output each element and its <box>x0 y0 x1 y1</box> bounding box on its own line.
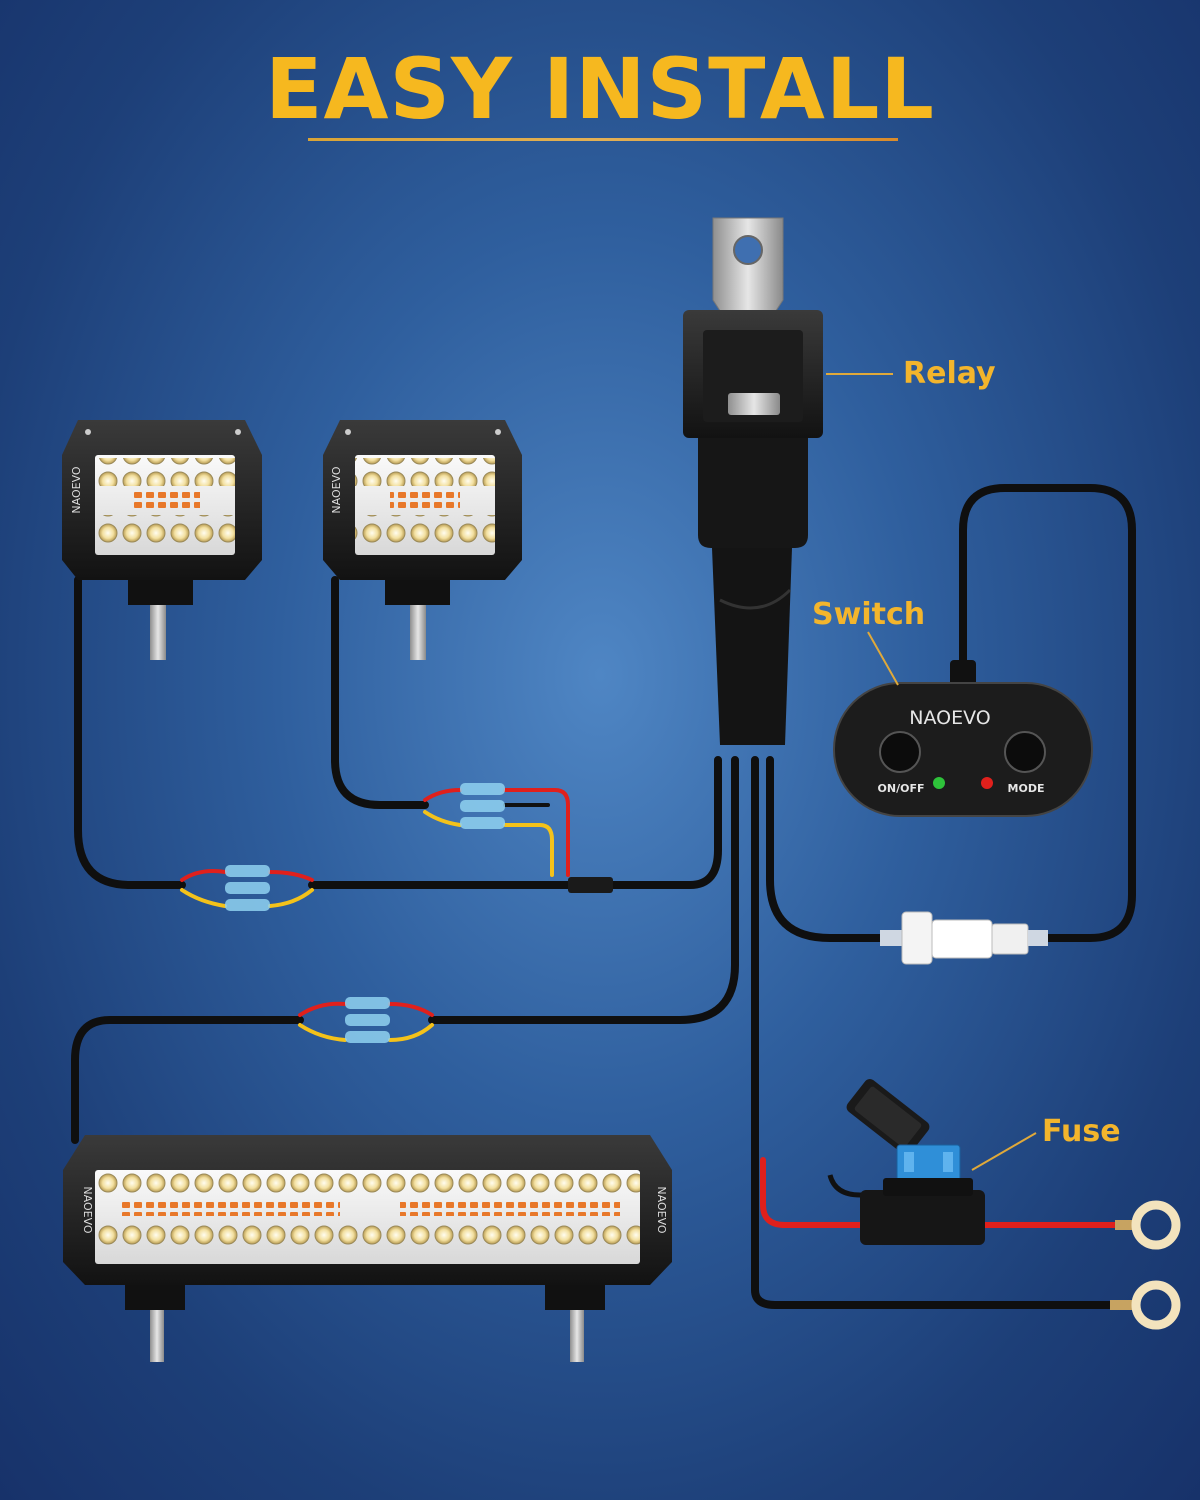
switch-panel: NAOEVO ON/OFF MODE <box>833 660 1093 817</box>
lightbar-brand-left: NAOEVO <box>81 1186 94 1234</box>
lightbar-wire <box>71 1016 304 1144</box>
onoff-label: ON/OFF <box>878 782 925 795</box>
light-bar: NAOEVO NAOEVO <box>63 1135 672 1362</box>
relay-mount-tab <box>712 217 784 321</box>
harness-trunk <box>712 548 792 745</box>
ring-terminals <box>1110 1200 1181 1330</box>
relay-assembly <box>683 217 823 745</box>
splice-pod-1 <box>225 865 270 911</box>
lightbar-brand-right: NAOEVO <box>655 1186 668 1234</box>
onoff-button <box>879 731 921 773</box>
switch-brand: NAOEVO <box>909 707 990 729</box>
switch-callout: Switch <box>812 597 926 632</box>
red-power-wire <box>760 1157 863 1228</box>
switch-branch-wire <box>766 756 884 942</box>
pod-light-1: NAOEVO <box>62 420 262 660</box>
positive-ring-terminal <box>1131 1200 1181 1250</box>
pod-2-wire <box>331 576 429 809</box>
fuse-holder <box>827 1079 985 1245</box>
ground-wire <box>751 756 1129 1309</box>
negative-ring-terminal <box>1131 1280 1181 1330</box>
headline-underline <box>308 138 898 141</box>
splice-pod-2 <box>460 783 505 829</box>
splice-lightbar <box>345 997 390 1043</box>
pod-1-wire <box>74 576 186 889</box>
pod-1-brand: NAOEVO <box>70 466 83 514</box>
relay-socket <box>698 438 808 548</box>
green-indicator <box>933 777 945 789</box>
black-harness-wires <box>71 484 1136 1309</box>
lightbar-trunk-wire <box>428 756 739 1024</box>
switch-loop-wire <box>959 484 1136 942</box>
colored-wires <box>180 788 1133 1228</box>
heat-shrink-joint <box>568 877 613 893</box>
pod-trunk-wire <box>308 756 722 889</box>
mode-button <box>1004 731 1046 773</box>
pod-light-2: NAOEVO <box>323 420 522 660</box>
pod-2-brand: NAOEVO <box>330 466 343 514</box>
relay-mount-hole <box>733 235 763 265</box>
red-indicator <box>981 777 993 789</box>
splice-connectors <box>225 783 613 1043</box>
fuse-leader <box>971 1132 1037 1171</box>
mode-label: MODE <box>1008 782 1045 795</box>
headline: EASY INSTALL <box>265 40 935 138</box>
callout-leaders <box>826 373 1037 1171</box>
switch-leader <box>867 631 899 686</box>
switch-plug-connector <box>880 911 1048 965</box>
fuse-callout: Fuse <box>1042 1114 1121 1149</box>
relay-callout: Relay <box>903 356 996 391</box>
